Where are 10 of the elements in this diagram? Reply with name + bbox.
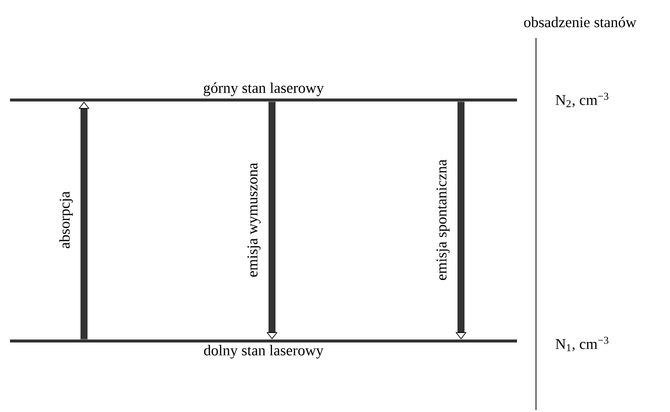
node-label: górny stan laserowy [204, 82, 324, 96]
edge-label: emisja wymuszona [247, 162, 261, 277]
axis-label: N$_{1}$, cm$^{−3}$ [556, 336, 608, 352]
axis-label: N$_{2}$, cm$^{−3}$ [556, 92, 608, 108]
energy-level: dolny stan laserowy [10, 340, 517, 359]
energy-level: górny stan laserowy [10, 82, 517, 102]
axis-label: obsadzenie stanów [524, 16, 636, 28]
node-label: dolny stan laserowy [204, 344, 324, 359]
edge-label: emisja spontaniczna [436, 160, 450, 280]
edge-label: absorpcja [59, 191, 73, 248]
